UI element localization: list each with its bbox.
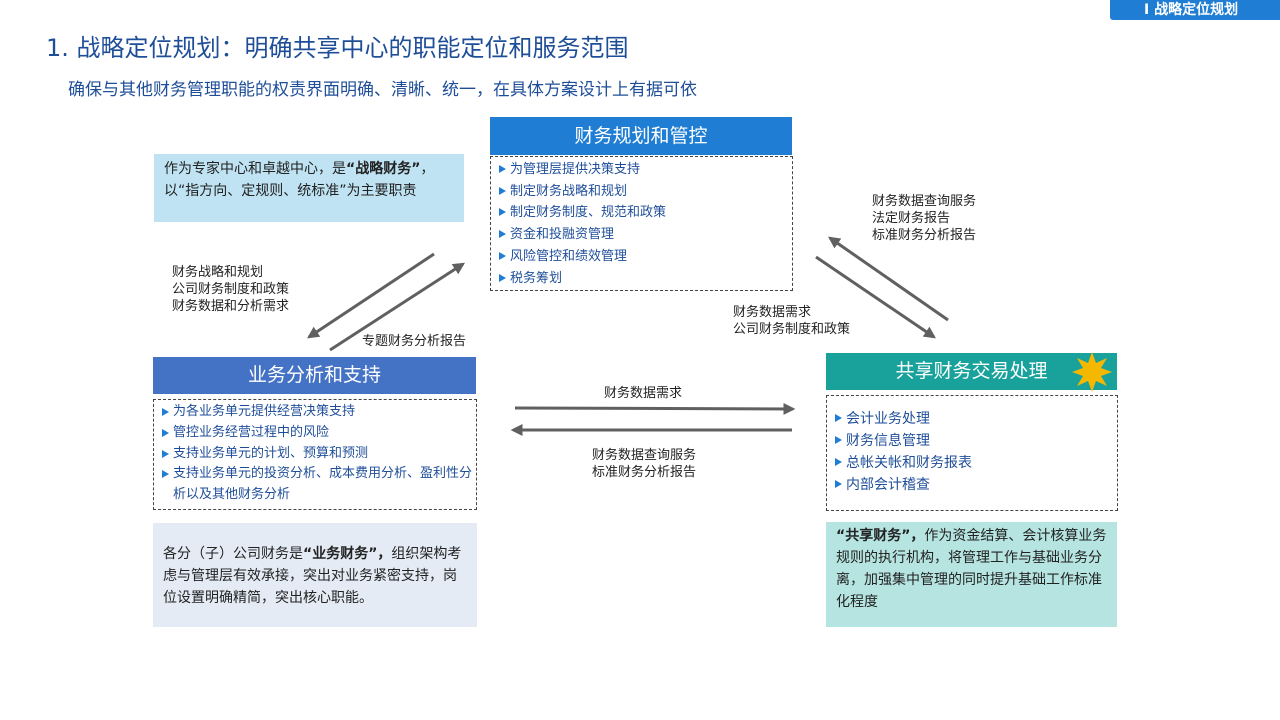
flow-label-line: 财务数据查询服务 [592,448,697,463]
list-item: 支持业务单元的投资分析、成本费用分析、盈利性分析以及其他财务分析 [158,464,472,506]
list-item: 支持业务单元的计划、预算和预测 [158,444,472,465]
list-item: 资金和投融资管理 [495,224,788,246]
flow-label-line: 专题财务分析报告 [362,334,467,349]
flow-label-line: 标准财务分析报告 [872,228,977,243]
arrow-business-to-shared [514,402,796,415]
list-item: 为各业务单元提供经营决策支持 [158,402,472,423]
arrow-plan-to-business [307,252,435,339]
list-item: 会计业务处理 [831,408,1113,430]
flow-label-line: 财务数据查询服务 [872,194,977,209]
business-note-bold: “业务财务”， [303,546,392,562]
list-item: 内部会计稽查 [831,474,1113,496]
list-item: 制定财务制度、规范和政策 [495,202,788,224]
list-item: 管控业务经营过程中的风险 [158,423,472,444]
flow-label-line: 财务战略和规划 [172,265,264,280]
page-subtitle: 确保与其他财务管理职能的权责界面明确、清晰、统一，在具体方案设计上有据可依 [68,80,697,100]
flow-label-shared-to-business: 财务数据查询服务 标准财务分析报告 [592,447,696,481]
list-item: 财务信息管理 [831,430,1113,452]
shared-header: 共享财务交易处理 [826,353,1117,390]
shared-list: 会计业务处理 财务信息管理 总帐关帐和财务报表 内部会计稽查 [826,395,1118,511]
list-item: 税务筹划 [495,268,788,290]
flow-label-line: 财务数据和分析需求 [172,299,290,314]
business-header: 业务分析和支持 [153,357,476,394]
shared-note-post: 作为资金结算、会计核算业务规则的执行机构，将管理工作与基础业务分离，加强集中管理… [836,528,1107,610]
flow-label-line: 公司财务制度和政策 [172,282,290,297]
flow-label-business-to-shared: 财务数据需求 [604,385,682,402]
flow-label-line: 公司财务制度和政策 [733,322,851,337]
strategy-note-bold: “战略财务” [346,161,421,177]
flow-label-line: 财务数据需求 [604,386,683,401]
arrow-plan-to-shared [815,255,936,339]
flow-label-shared-to-plan: 财务数据查询服务 法定财务报告 标准财务分析报告 [872,193,976,244]
strategy-note-post: ，以“指方向、定规则、统标准”为主要职责 [164,161,435,199]
flow-label-plan-to-shared: 财务数据需求 公司财务制度和政策 [733,304,850,338]
arrow-shared-to-plan [828,236,949,322]
flow-label-line: 法定财务报告 [872,211,951,226]
shared-note-bold: “共享财务”， [836,528,925,544]
star-icon [1072,352,1112,392]
strategy-note: 作为专家中心和卓越中心，是“战略财务”，以“指方向、定规则、统标准”为主要职责 [154,154,464,222]
business-note-post: 组织架构考虑与管理层有效承接，突出对业务紧密支持，岗位设置明确精简，突出核心职能… [163,546,462,606]
flow-label-line: 标准财务分析报告 [592,465,697,480]
arrow-business-to-plan [329,262,466,352]
section-tag: I 战略定位规划 [1110,0,1280,20]
strategy-note-pre: 作为专家中心和卓越中心，是 [164,161,346,177]
plan-list: 为管理层提供决策支持 制定财务战略和规划 制定财务制度、规范和政策 资金和投融资… [490,156,793,291]
list-item: 总帐关帐和财务报表 [831,452,1113,474]
list-item: 制定财务战略和规划 [495,181,788,203]
flow-label-plan-to-business: 财务战略和规划 公司财务制度和政策 财务数据和分析需求 [172,264,289,315]
business-list: 为各业务单元提供经营决策支持 管控业务经营过程中的风险 支持业务单元的计划、预算… [153,399,477,510]
flow-label-line: 财务数据需求 [733,305,812,320]
business-note: 各分（子）公司财务是“业务财务”，组织架构考虑与管理层有效承接，突出对业务紧密支… [153,523,477,627]
shared-note: “共享财务”，作为资金结算、会计核算业务规则的执行机构，将管理工作与基础业务分离… [826,522,1117,627]
business-note-pre: 各分（子）公司财务是 [163,546,303,562]
list-item: 为管理层提供决策支持 [495,159,788,181]
list-item: 风险管控和绩效管理 [495,246,788,268]
plan-header: 财务规划和管控 [490,117,792,155]
page-title: 1. 战略定位规划：明确共享中心的职能定位和服务范围 [46,34,629,62]
flow-label-business-to-plan: 专题财务分析报告 [362,333,466,350]
